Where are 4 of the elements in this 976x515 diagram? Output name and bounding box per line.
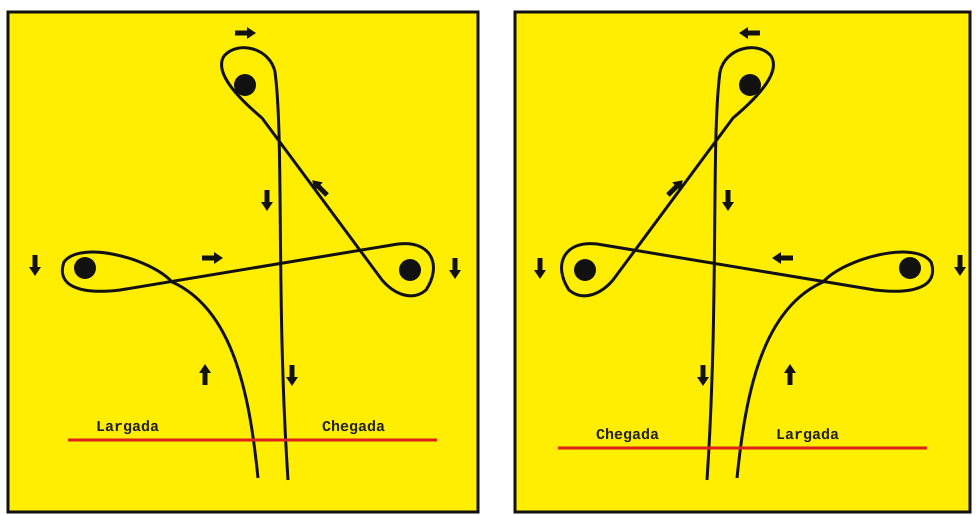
line-label: Largada (96, 420, 160, 436)
line-label: Largada (776, 428, 840, 444)
line-label: Chegada (596, 428, 660, 444)
line-label: Chegada (322, 420, 386, 436)
